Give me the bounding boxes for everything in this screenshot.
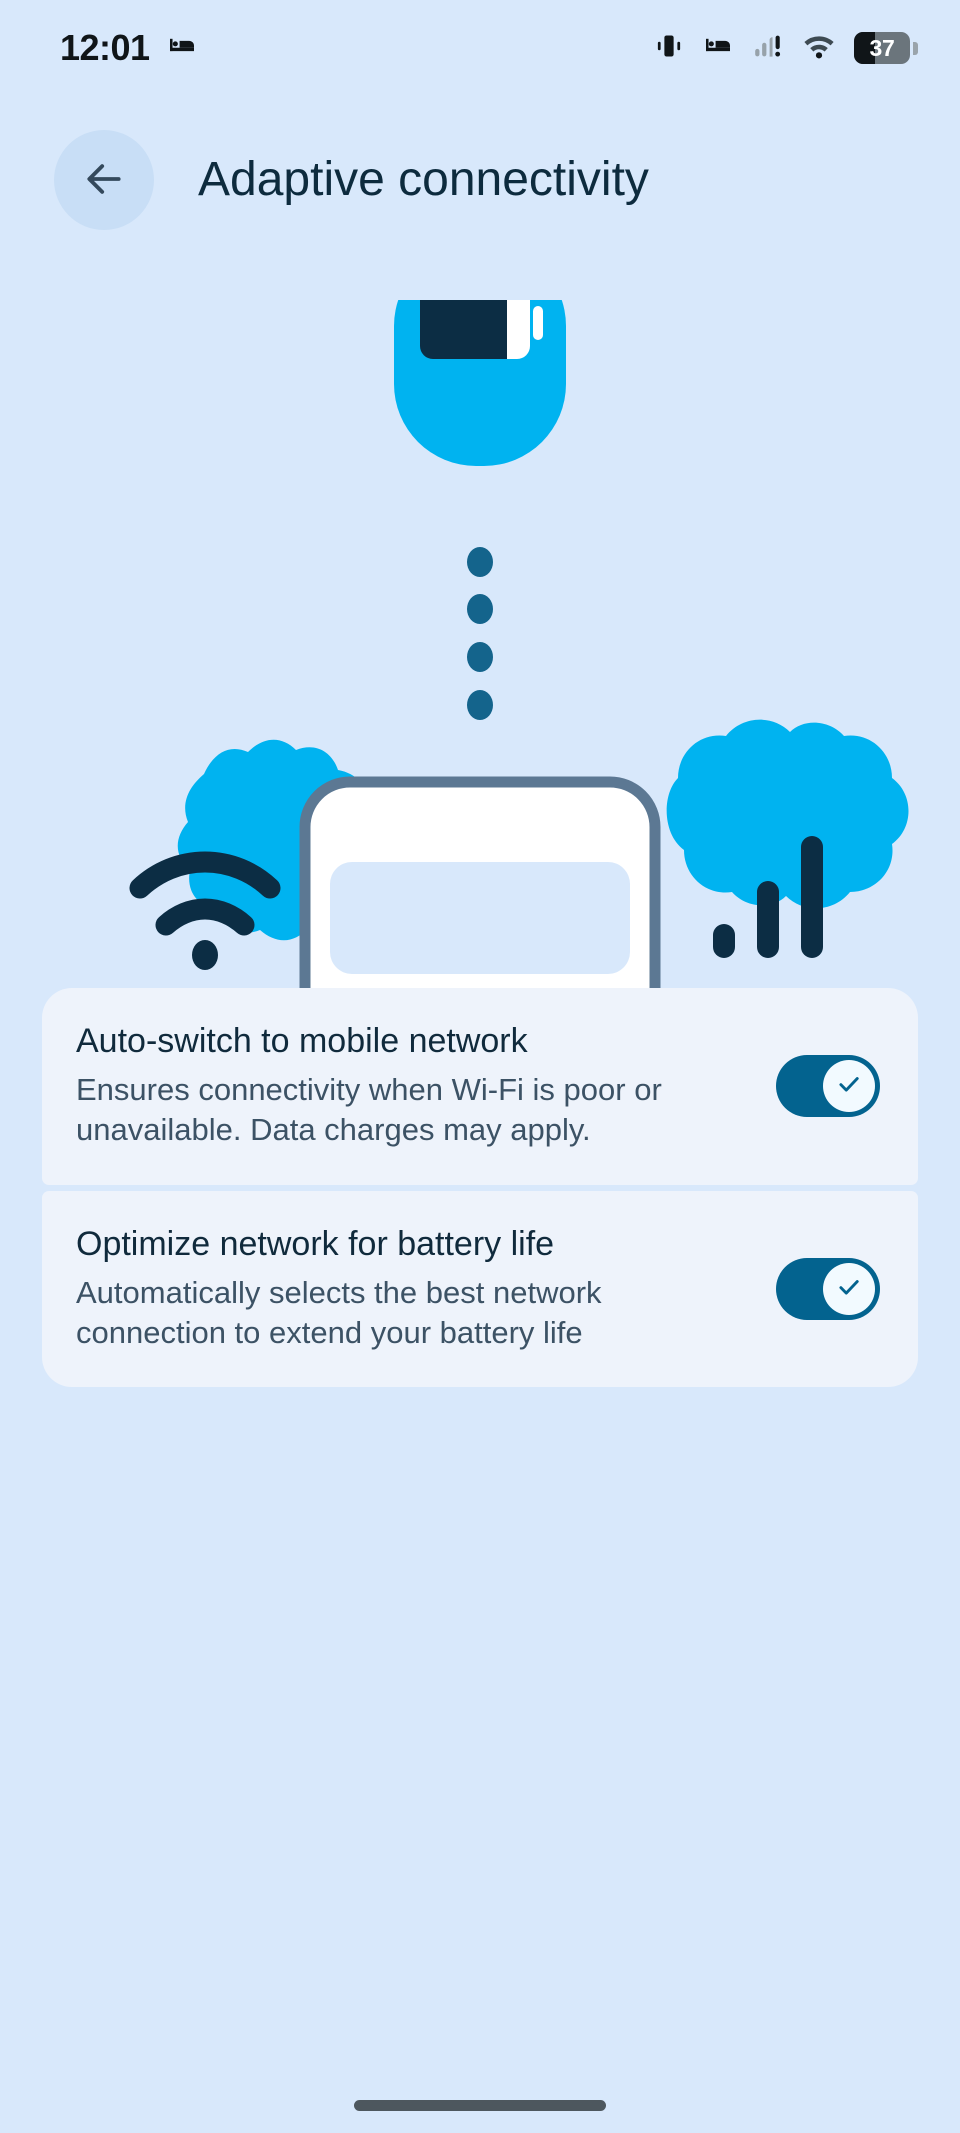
page-title: Adaptive connectivity	[198, 153, 649, 206]
status-bar: 12:01	[0, 0, 960, 96]
battery-badge	[394, 300, 566, 466]
setting-row-optimize-network-battery[interactable]: Optimize network for battery life Automa…	[42, 1190, 918, 1388]
battery-fill	[854, 32, 875, 64]
back-arrow-icon	[82, 157, 126, 204]
setting-text-block: Auto-switch to mobile network Ensures co…	[76, 1022, 754, 1151]
signal-bars-glyph	[713, 836, 823, 958]
connection-dot	[467, 594, 493, 624]
app-bar: Adaptive connectivity	[0, 125, 960, 235]
vibrate-icon	[654, 31, 684, 66]
status-bar-clock: 12:01	[60, 27, 150, 68]
setting-title: Auto-switch to mobile network	[76, 1022, 528, 1060]
toggle-auto-switch-mobile-network[interactable]	[776, 1055, 880, 1118]
setting-title: Optimize network for battery life	[76, 1224, 555, 1263]
mobile-signal-alert-icon	[752, 30, 784, 67]
setting-row-auto-switch-mobile-network[interactable]: Auto-switch to mobile network Ensures co…	[42, 988, 918, 1185]
setting-text-block: Optimize network for battery life Automa…	[76, 1225, 754, 1354]
wifi-icon	[802, 29, 836, 68]
bedtime-icon	[702, 30, 734, 67]
phone-screen-panel	[330, 862, 630, 974]
toggle-optimize-network-battery[interactable]	[776, 1258, 880, 1320]
check-icon	[834, 1272, 864, 1307]
settings-list: Auto-switch to mobile network Ensures co…	[42, 988, 918, 1388]
home-gesture-bar[interactable]	[354, 2100, 606, 2111]
battery-cap	[913, 41, 918, 55]
phone-illustration	[299, 776, 661, 990]
battery-level-label: 37	[869, 34, 895, 61]
connection-dot	[467, 690, 493, 720]
hero-illustration	[0, 300, 960, 990]
setting-description: Ensures connectivity when Wi-Fi is poor …	[76, 1072, 662, 1148]
bedtime-icon	[166, 30, 198, 67]
status-bar-left: 12:01	[60, 30, 198, 67]
battery-status-indicator: 37	[854, 32, 918, 64]
signal-badge	[666, 719, 909, 958]
check-icon	[834, 1069, 864, 1104]
connection-dots	[467, 547, 493, 720]
setting-description: Automatically selects the best network c…	[76, 1274, 602, 1351]
battery-glyph	[420, 300, 543, 359]
toggle-thumb	[823, 1060, 875, 1113]
connection-dot	[467, 642, 493, 672]
battery-pill: 37	[854, 32, 910, 64]
status-bar-right: 37	[654, 29, 918, 68]
wifi-glyph	[129, 851, 281, 970]
connection-dot	[467, 547, 493, 577]
toggle-thumb	[823, 1263, 875, 1315]
back-button[interactable]	[54, 130, 154, 230]
